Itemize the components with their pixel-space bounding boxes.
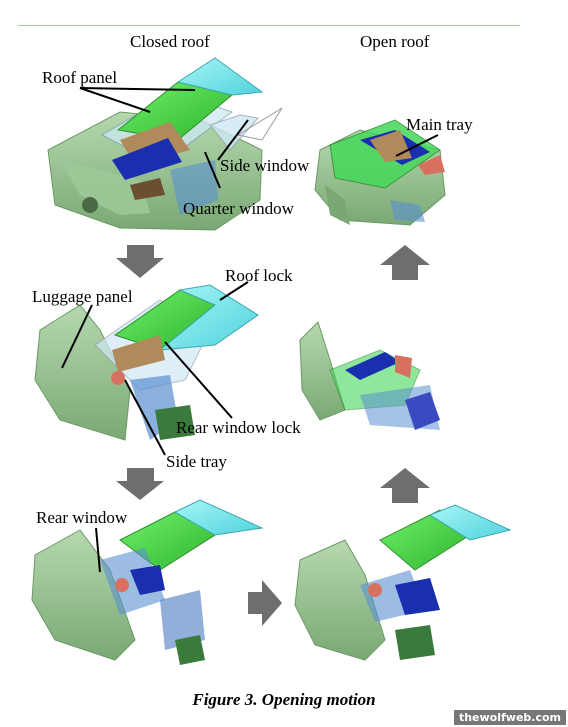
car-open-roof-main-tray [314,119,446,226]
arrow-up-1 [380,245,430,280]
label-rear-window-lock: Rear window lock [176,418,301,437]
arrow-up-2 [380,468,430,503]
header-closed-roof: Closed roof [130,32,210,51]
label-luggage-panel: Luggage panel [32,287,133,306]
header-open-roof: Open roof [360,32,430,51]
label-rear-window: Rear window [36,508,128,527]
label-side-tray: Side tray [166,452,227,471]
label-quarter-window: Quarter window [183,199,294,218]
figure-caption: Figure 3. Opening motion [192,690,376,709]
car-closed-roof [47,57,283,231]
arrow-down-2 [116,468,164,500]
label-roof-panel: Roof panel [42,68,118,87]
car-open-roof-stowing [299,321,440,430]
leader-lines [61,87,439,573]
label-main-tray: Main tray [406,115,473,134]
car-roof-lifting [294,504,512,661]
arrow-right [248,580,282,626]
label-side-window: Side window [220,156,310,175]
car-luggage-panel-open [34,284,259,441]
watermark: thewolfweb.com [453,710,566,725]
car-rear-window-open [31,499,264,665]
top-rule [18,25,520,26]
arrow-down-1 [116,245,164,278]
label-roof-lock: Roof lock [225,266,293,285]
